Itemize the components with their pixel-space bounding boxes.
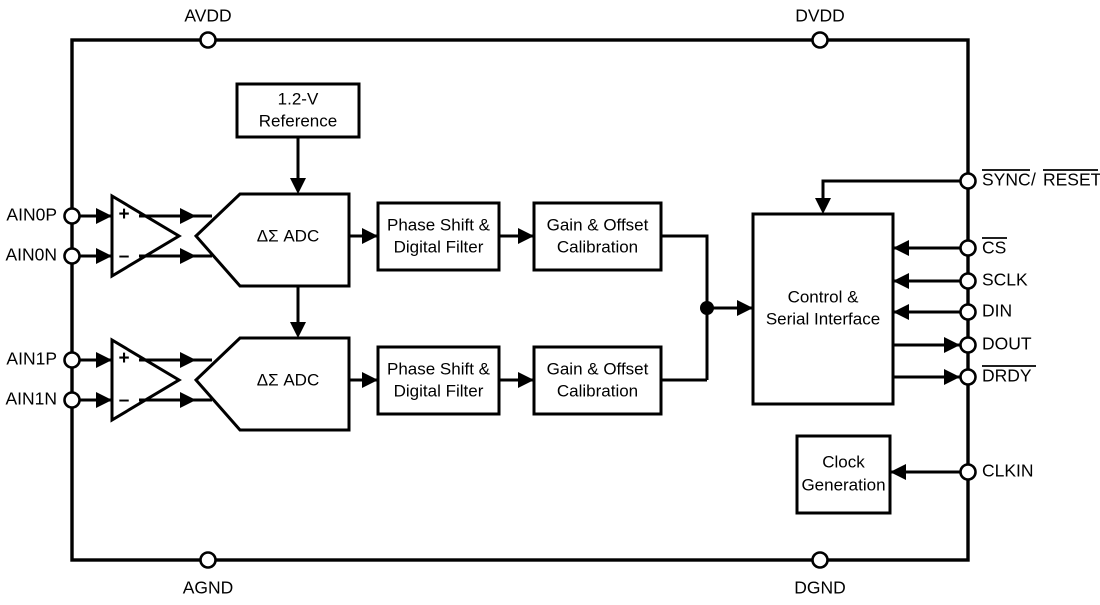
device-boundary bbox=[70, 38, 970, 562]
wire-sync-reset-to-control bbox=[821, 179, 961, 206]
digital-pin-sync-separator: / bbox=[1031, 170, 1036, 190]
control-label-line1: Control & bbox=[788, 287, 860, 306]
digital-pin-sync-reset[interactable] bbox=[959, 172, 977, 190]
analog-pin-ain0p[interactable] bbox=[63, 207, 81, 225]
wire-cal0-to-merge bbox=[661, 234, 709, 380]
filter-ch0-label-line1: Phase Shift & bbox=[387, 215, 491, 234]
digital-pin-dout[interactable] bbox=[959, 336, 977, 354]
supply-pin-dgnd-label: DGND bbox=[794, 578, 846, 598]
digital-pin-sclk[interactable] bbox=[959, 272, 977, 290]
arrow-reference-to-adc0 bbox=[290, 178, 306, 194]
clock-generation-label-line1: Clock bbox=[822, 452, 865, 471]
analog-pin-ain1n-label: AIN1N bbox=[5, 389, 57, 409]
calibration-ch0-block: Gain & Offset Calibration bbox=[532, 201, 663, 272]
filter-ch1-label-line1: Phase Shift & bbox=[387, 359, 491, 378]
digital-pin-sync-label: SYNC bbox=[982, 170, 1031, 190]
digital-pin-sclk-label: SCLK bbox=[982, 270, 1028, 290]
arrow-clkin-to-clock-generation bbox=[890, 464, 906, 480]
digital-pin-reset-label: RESET bbox=[1043, 170, 1100, 190]
arrow-ain0p bbox=[96, 208, 112, 224]
analog-pin-ain0p-label: AIN0P bbox=[6, 205, 57, 225]
reference-label-line2: Reference bbox=[259, 111, 337, 130]
reference-block: 1.2-V Reference bbox=[235, 82, 361, 139]
analog-pin-ain1p[interactable] bbox=[63, 351, 81, 369]
digital-pin-din-label: DIN bbox=[982, 301, 1012, 321]
supply-pin-agnd-label: AGND bbox=[183, 578, 234, 598]
pga-ch1-block: + – bbox=[110, 337, 182, 423]
adc-ch0-label: ΔΣ ADC bbox=[257, 226, 319, 245]
arrow-cs-to-control bbox=[893, 240, 909, 256]
arrow-adc1-to-filter1 bbox=[362, 372, 378, 388]
pga-ch1-plus-label: + bbox=[118, 348, 129, 369]
arrow-control-to-drdy bbox=[944, 369, 960, 385]
filter-ch1-block: Phase Shift & Digital Filter bbox=[376, 345, 501, 416]
arrow-pga0-out-p bbox=[180, 208, 196, 224]
pga-ch0-block: + – bbox=[110, 193, 182, 279]
arrow-ain0n bbox=[96, 248, 112, 264]
digital-pin-din[interactable] bbox=[959, 303, 977, 321]
arrow-filter1-to-cal1 bbox=[518, 372, 534, 388]
clock-generation-block: Clock Generation bbox=[795, 434, 892, 515]
control-serial-interface-block: Control & Serial Interface bbox=[751, 212, 895, 406]
pga-ch1-minus-label: – bbox=[119, 390, 130, 411]
analog-pin-ain0n-label: AIN0N bbox=[5, 245, 57, 265]
filter-ch1-label-line2: Digital Filter bbox=[394, 381, 484, 400]
supply-pin-dvdd-label: DVDD bbox=[795, 6, 845, 26]
arrow-ain1p bbox=[96, 352, 112, 368]
arrow-pga1-out-n bbox=[180, 392, 196, 408]
arrow-control-to-dout bbox=[944, 337, 960, 353]
calibration-ch0-label-line2: Calibration bbox=[557, 237, 638, 256]
arrow-reference-to-adc1 bbox=[290, 322, 306, 338]
reference-label-line1: 1.2-V bbox=[278, 89, 319, 108]
filter-ch0-block: Phase Shift & Digital Filter bbox=[376, 201, 501, 272]
supply-pin-agnd[interactable] bbox=[199, 551, 217, 569]
digital-pin-clkin[interactable] bbox=[959, 463, 977, 481]
arrow-adc0-to-filter0 bbox=[362, 228, 378, 244]
arrow-ain1n bbox=[96, 392, 112, 408]
clock-generation-label-line2: Generation bbox=[801, 475, 885, 494]
arrow-pga1-out-p bbox=[180, 352, 196, 368]
calibration-ch1-label-line2: Calibration bbox=[557, 381, 638, 400]
adc-ch0-block: ΔΣ ADC bbox=[193, 192, 351, 288]
arrow-sclk-to-control bbox=[893, 273, 909, 289]
digital-pin-clkin-label: CLKIN bbox=[982, 461, 1034, 481]
digital-pin-drdy[interactable] bbox=[959, 368, 977, 386]
supply-pin-dgnd[interactable] bbox=[811, 551, 829, 569]
analog-pin-ain1p-label: AIN1P bbox=[6, 349, 57, 369]
digital-pin-cs-label: CS bbox=[982, 238, 1006, 258]
pga-ch0-plus-label: + bbox=[118, 204, 129, 225]
adc-ch1-block: ΔΣ ADC bbox=[193, 336, 351, 432]
calibration-ch1-block: Gain & Offset Calibration bbox=[532, 345, 663, 416]
pga-ch0-minus-label: – bbox=[119, 246, 130, 267]
digital-pin-cs[interactable] bbox=[959, 239, 977, 257]
adc-ch1-label: ΔΣ ADC bbox=[257, 370, 319, 389]
arrow-pga0-out-n bbox=[180, 248, 196, 264]
arrow-sync-reset-to-control bbox=[815, 198, 831, 214]
calibration-ch0-label-line1: Gain & Offset bbox=[547, 215, 649, 234]
filter-ch0-label-line2: Digital Filter bbox=[394, 237, 484, 256]
digital-pin-drdy-label: DRDY bbox=[982, 366, 1032, 386]
analog-pin-ain1n[interactable] bbox=[63, 391, 81, 409]
supply-pin-dvdd[interactable] bbox=[811, 31, 829, 49]
arrow-din-to-control bbox=[893, 304, 909, 320]
digital-pin-dout-label: DOUT bbox=[982, 334, 1032, 354]
supply-pin-avdd[interactable] bbox=[199, 31, 217, 49]
arrow-merge-to-control bbox=[737, 300, 753, 316]
analog-pin-ain0n[interactable] bbox=[63, 247, 81, 265]
control-label-line2: Serial Interface bbox=[766, 309, 880, 328]
calibration-ch1-label-line1: Gain & Offset bbox=[547, 359, 649, 378]
arrow-filter0-to-cal0 bbox=[518, 228, 534, 244]
supply-pin-avdd-label: AVDD bbox=[184, 6, 231, 26]
